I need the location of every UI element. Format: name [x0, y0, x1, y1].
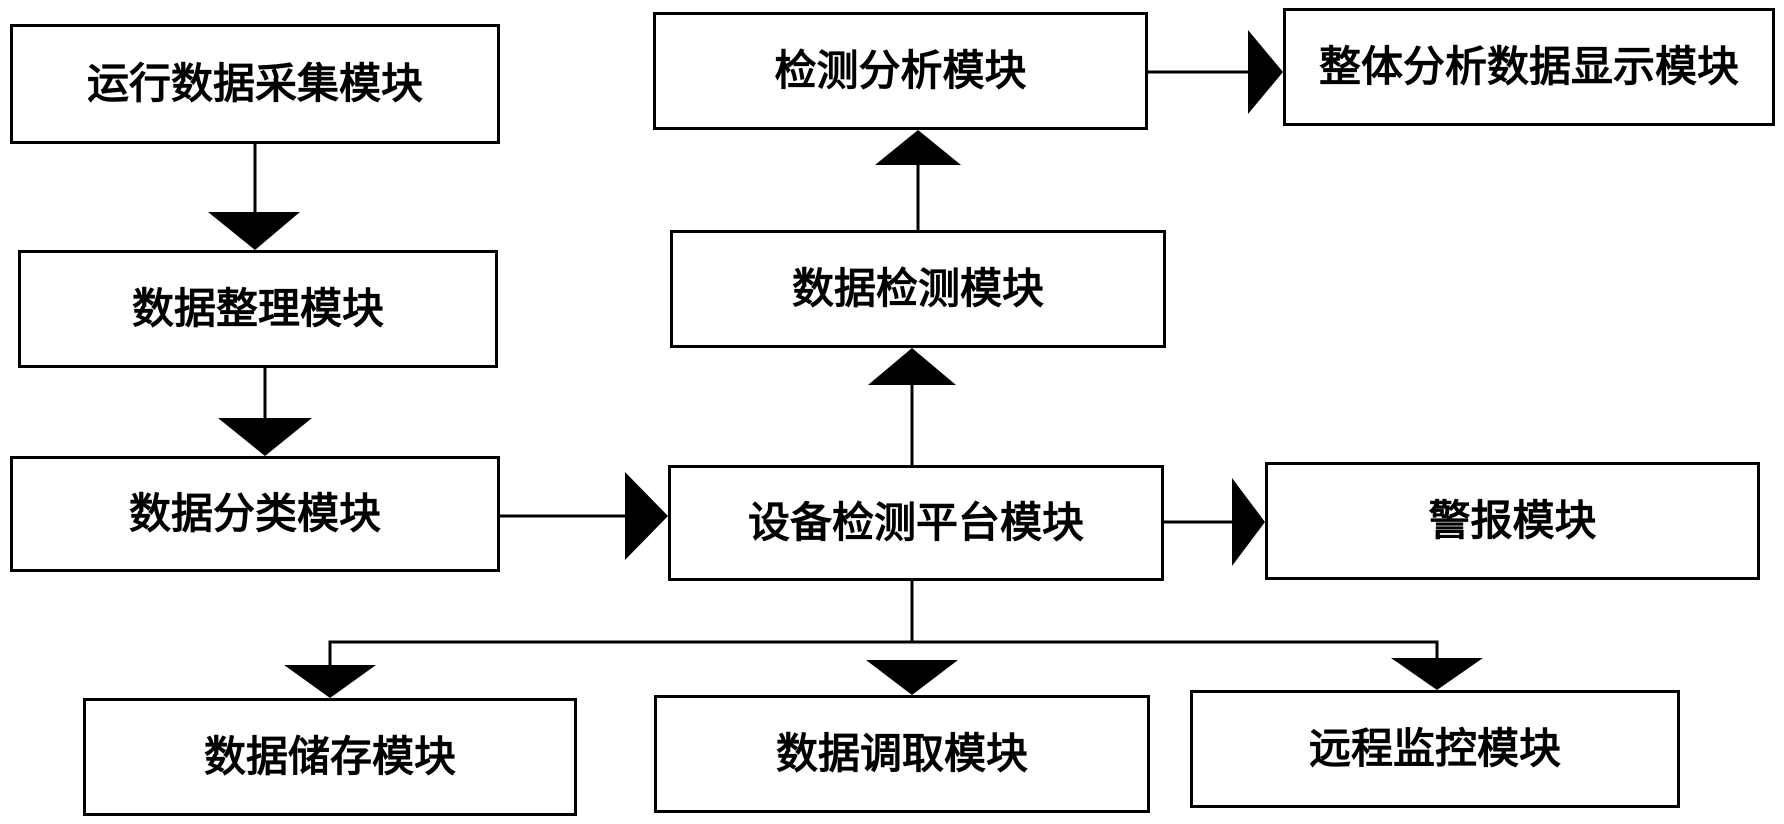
module-label-organize: 数据整理模块 — [131, 284, 384, 333]
module-label-check: 数据检测模块 — [791, 264, 1044, 313]
module-box-classify: 数据分类模块 — [10, 456, 500, 572]
module-box-analysis: 检测分析模块 — [653, 12, 1148, 130]
arrowhead-to-analysis — [875, 130, 961, 165]
module-box-collect: 运行数据采集模块 — [10, 24, 500, 144]
module-box-monitor: 远程监控模块 — [1190, 690, 1680, 808]
module-box-check: 数据检测模块 — [670, 230, 1166, 348]
arrowhead-to-store — [284, 665, 376, 698]
arrowhead-to-monitor — [1391, 658, 1483, 690]
module-box-display: 整体分析数据显示模块 — [1283, 8, 1775, 126]
module-label-collect: 运行数据采集模块 — [86, 59, 423, 108]
module-label-monitor: 远程监控模块 — [1308, 724, 1561, 773]
arrowhead-to-display — [1248, 30, 1283, 114]
module-label-classify: 数据分类模块 — [128, 489, 381, 538]
module-label-analysis: 检测分析模块 — [774, 46, 1027, 95]
arrowhead-to-platform — [625, 472, 668, 560]
arrowhead-to-alarm — [1232, 478, 1265, 566]
module-box-store: 数据储存模块 — [83, 698, 577, 816]
connector-branch-bar — [328, 640, 1439, 665]
arrowhead-to-check — [868, 348, 956, 385]
arrowhead-to-classify — [218, 418, 312, 456]
module-label-display: 整体分析数据显示模块 — [1318, 42, 1739, 91]
module-label-fetch: 数据调取模块 — [775, 729, 1028, 778]
module-box-alarm: 警报模块 — [1265, 462, 1760, 580]
arrowhead-to-organize — [208, 212, 300, 250]
module-label-store: 数据储存模块 — [203, 732, 456, 781]
module-box-fetch: 数据调取模块 — [654, 695, 1150, 813]
module-box-organize: 数据整理模块 — [18, 250, 498, 368]
arrowhead-to-fetch — [866, 660, 958, 695]
module-label-alarm: 警报模块 — [1428, 496, 1597, 545]
module-box-platform: 设备检测平台模块 — [668, 465, 1164, 581]
module-label-platform: 设备检测平台模块 — [747, 498, 1084, 547]
